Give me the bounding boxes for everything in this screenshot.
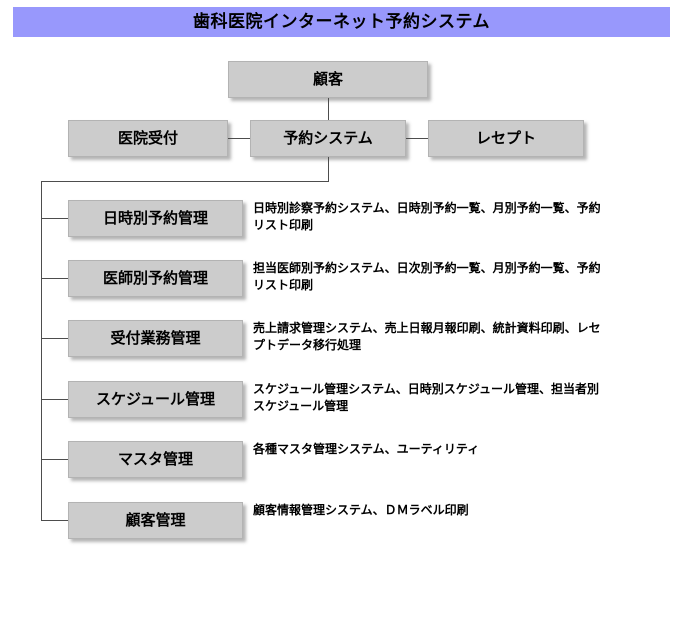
module-box-1: 日時別予約管理: [68, 200, 243, 237]
module-label-5: マスタ管理: [117, 450, 193, 468]
module-box-5: マスタ管理: [68, 441, 243, 478]
module-description-4: スケジュール管理システム、日時別スケジュール管理、担当者別スケジュール管理: [253, 382, 599, 414]
connector-stub-4: [41, 399, 68, 400]
node-receipt-label: レセプト: [475, 129, 536, 147]
module-label-3: 受付業務管理: [110, 329, 201, 347]
module-description-1: 日時別診察予約システム、日時別予約一覧、月別予約一覧、予約リスト印刷: [253, 201, 601, 233]
connector-reception-to-booking: [228, 138, 250, 139]
node-receipt: レセプト: [428, 120, 584, 157]
connector-trunk-top: [41, 181, 329, 182]
connector-stub-6: [41, 520, 68, 521]
module-box-6: 顧客管理: [68, 502, 243, 539]
module-description-5: 各種マスタ管理システム、ユーティリティ: [253, 442, 480, 456]
node-clinic-reception: 医院受付: [68, 120, 228, 157]
module-label-4: スケジュール管理: [96, 390, 215, 408]
module-description-2: 担当医師別予約システム、日次別予約一覧、月別予約一覧、予約リスト印刷: [253, 261, 601, 293]
connector-stub-3: [41, 338, 68, 339]
node-booking-system-label: 予約システム: [283, 129, 373, 147]
connector-stub-1: [41, 218, 68, 219]
module-description-3: 売上請求管理システム、売上日報月報印刷、統計資料印刷、レセプトデータ移行処理: [253, 321, 601, 353]
module-description-6: 顧客情報管理システム、ＤＭラベル印刷: [253, 503, 469, 517]
module-label-2: 医師別予約管理: [102, 269, 208, 287]
module-label-1: 日時別予約管理: [102, 209, 208, 227]
node-customer-label: 顧客: [312, 70, 343, 88]
diagram-title-banner: 歯科医院インターネット予約システム: [13, 7, 670, 37]
node-booking-system: 予約システム: [250, 120, 406, 157]
connector-booking-to-receipt: [406, 138, 428, 139]
connector-stub-5: [41, 459, 68, 460]
node-clinic-reception-label: 医院受付: [117, 129, 178, 147]
module-box-2: 医師別予約管理: [68, 260, 243, 297]
connector-stub-2: [41, 278, 68, 279]
module-label-6: 顧客管理: [125, 511, 186, 529]
connector-trunk-vertical: [41, 181, 42, 520]
node-customer: 顧客: [228, 61, 428, 98]
module-box-3: 受付業務管理: [68, 320, 243, 357]
module-box-4: スケジュール管理: [68, 381, 243, 418]
page-title: 歯科医院インターネット予約システム: [193, 11, 490, 32]
connector-booking-drop: [328, 157, 329, 181]
connector-customer-to-booking: [328, 98, 329, 120]
